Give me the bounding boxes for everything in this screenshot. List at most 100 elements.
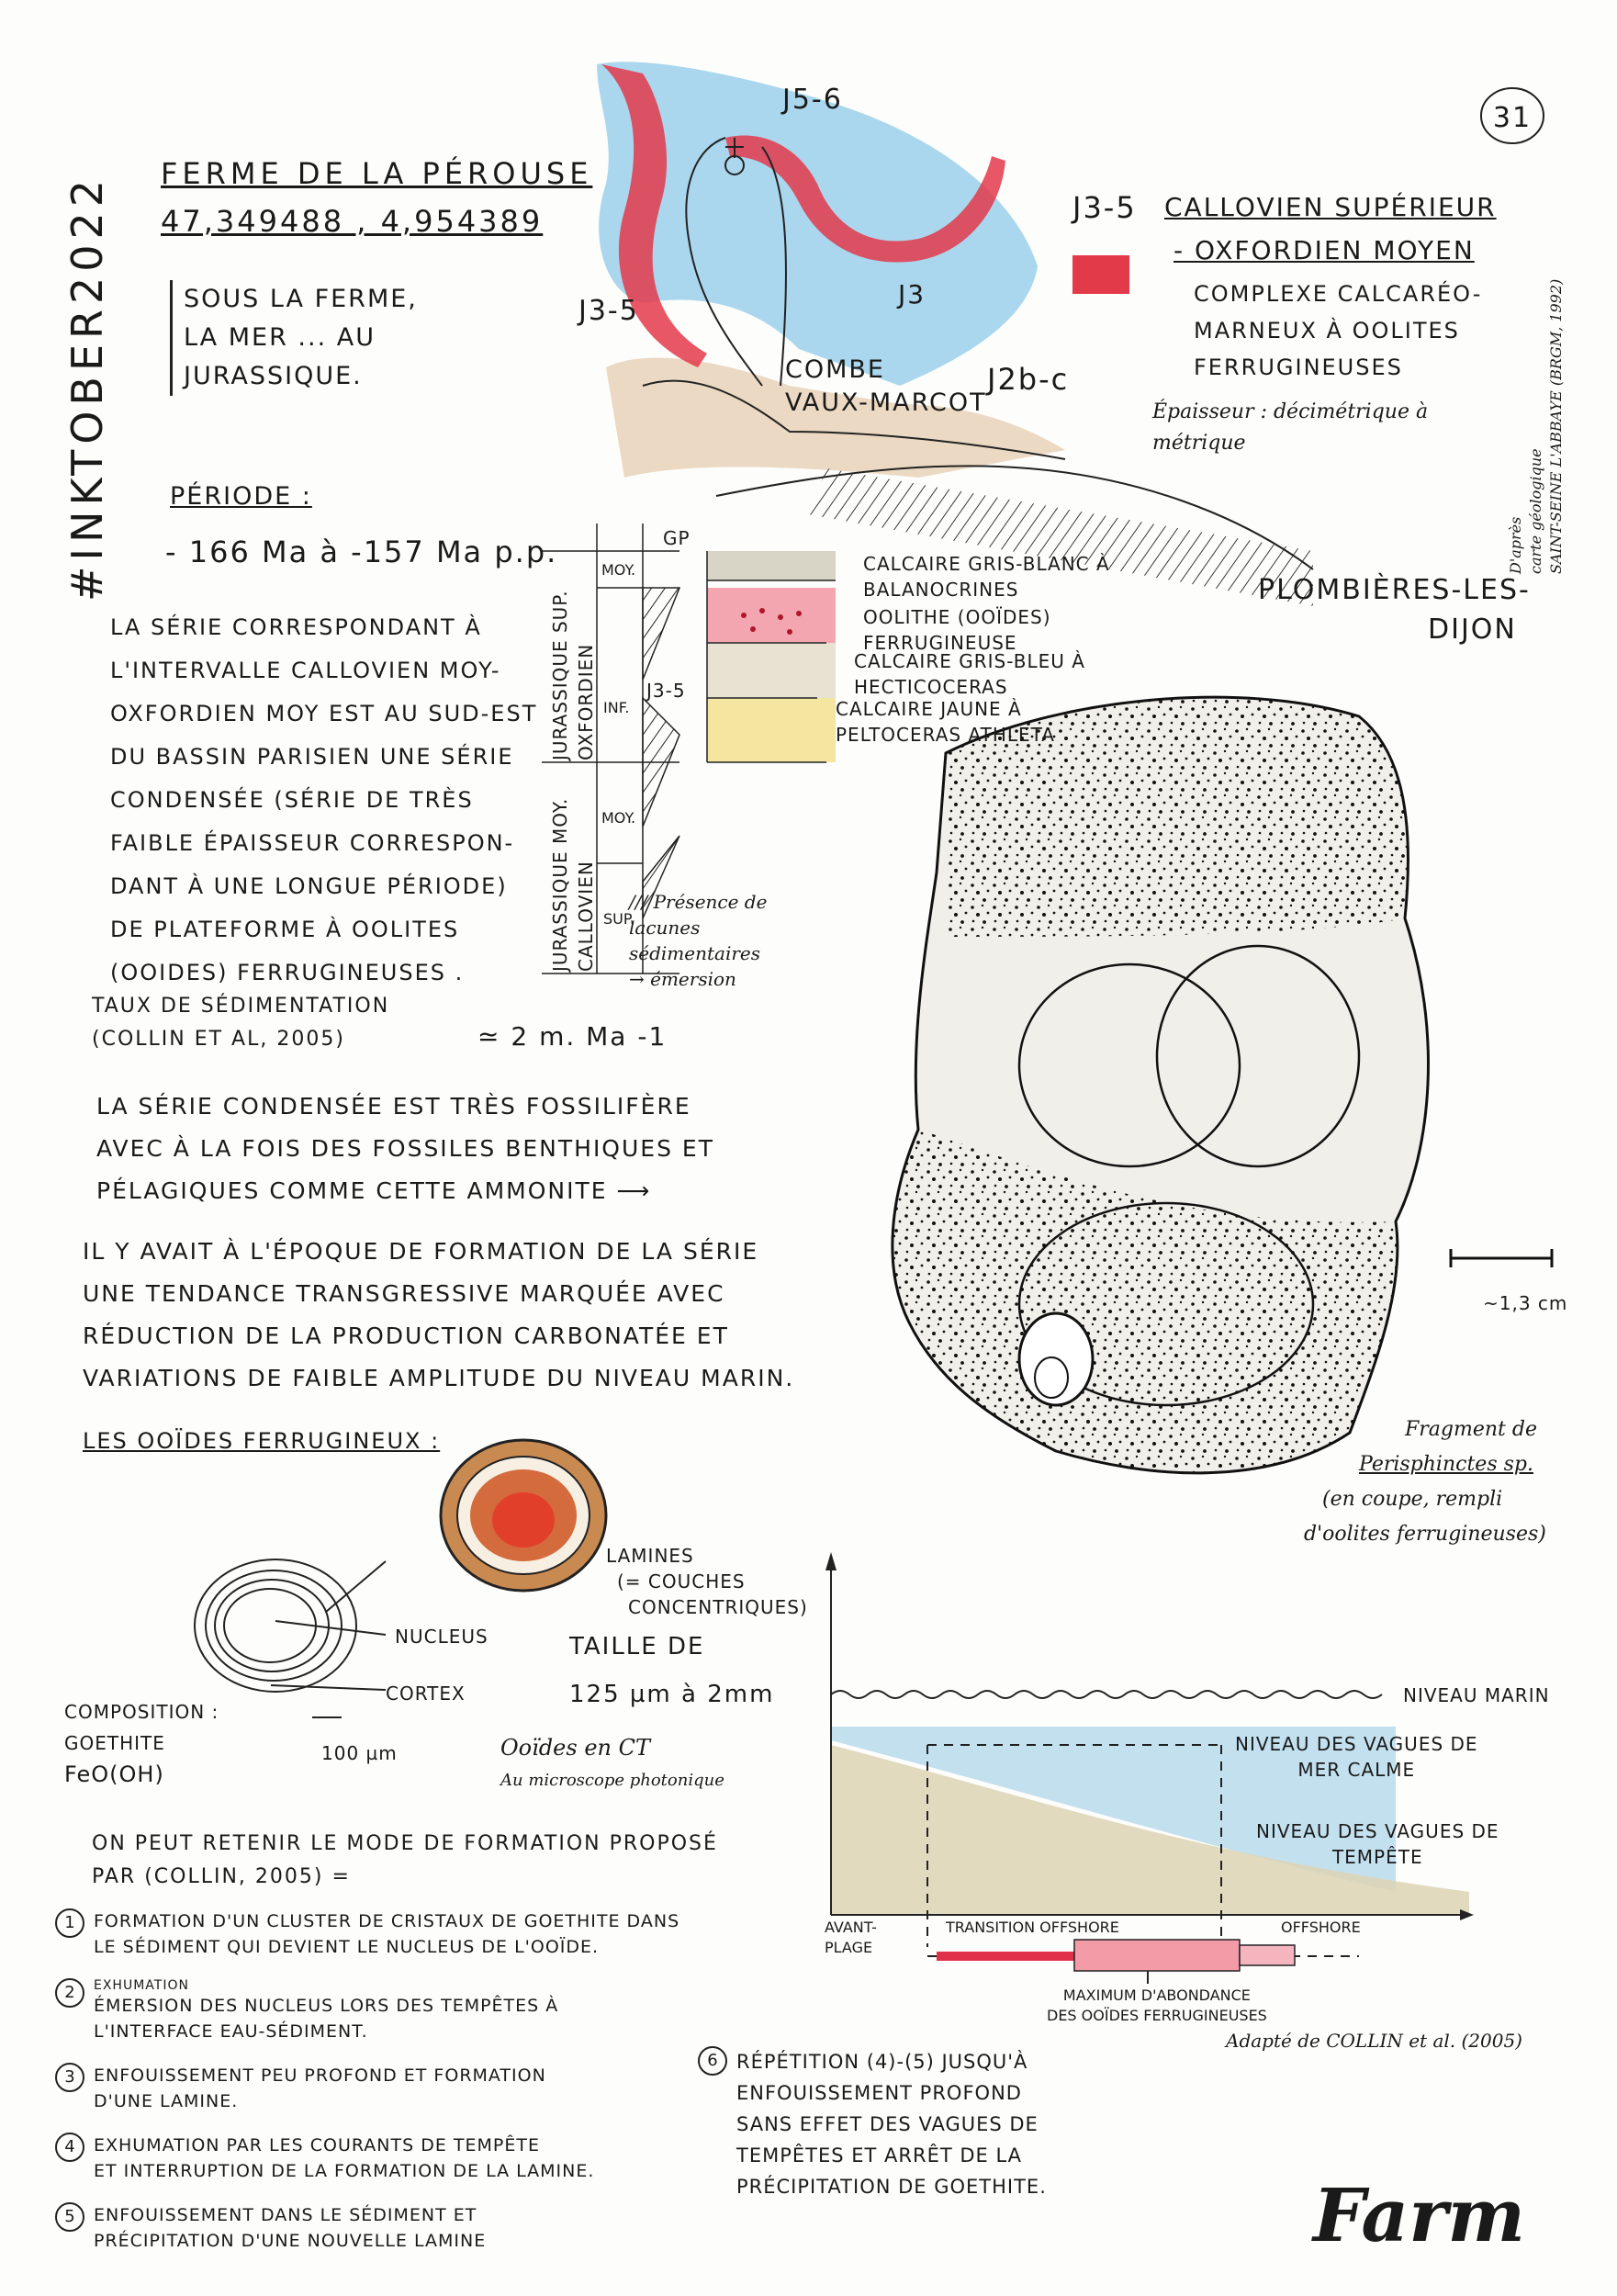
calme-line: MER CALME [1297, 1759, 1416, 1781]
step-line: ET INTERRUPTION DE LA FORMATION DE LA LA… [94, 2161, 595, 2181]
ooid-size: TAILLE DE 125 µm à 2mm [569, 1627, 774, 1714]
formation-step: 4 EXHUMATION PAR LES COURANTS DE TEMPÊTE… [55, 2133, 753, 2184]
series-line: CONDENSÉE (SÉRIE DE TRÈS [110, 787, 474, 813]
geological-map [597, 62, 1314, 606]
formation-intro-line: PAR (COLLIN, 2005) = [92, 1865, 351, 1888]
map-label-dijon: DIJON [1428, 613, 1517, 646]
step-line: SANS EFFET DES VAGUES DE [736, 2113, 1039, 2135]
step-line: RÉPÉTITION (4)-(5) JUSQU'À [736, 2051, 1028, 2073]
series-line: DU BASSIN PARISIEN UNE SÉRIE [110, 744, 514, 770]
map-label-j35: J3-5 [578, 295, 639, 327]
step-number: 3 [55, 2063, 84, 2092]
sed-line: TAUX DE SÉDIMENTATION [92, 995, 390, 1018]
caption-line: Fragment de [1405, 1418, 1537, 1441]
caption-line: d'oolites ferrugineuses) [1304, 1523, 1546, 1546]
max-abundance-label: MAXIMUM D'ABONDANCE DES OOÏDES FERRUGINE… [1047, 1986, 1267, 2026]
strat-j35-tag: J3-5 [646, 680, 686, 702]
lacunes-line: sédimentaires [629, 942, 760, 964]
sed-line: (COLLIN ET AL, 2005) [92, 1028, 345, 1051]
map-label-vaux-marcot: VAUX-MARCOT [785, 388, 987, 417]
series-line: L'INTERVALLE CALLOVIEN MOY- [110, 658, 501, 683]
max-line: MAXIMUM D'ABONDANCE [1062, 1986, 1251, 2004]
lamines-line: LAMINES [606, 1545, 694, 1567]
legend-swatch [1072, 255, 1129, 294]
series-line: DE PLATEFORME À OOLITES [110, 917, 460, 942]
site-coordinates: 47,349488 , 4,954389 [161, 204, 544, 239]
stage-label-col: JURASSIQUE SUP. OXFORDIEN JURASSIQUE MOY… [544, 551, 597, 974]
fossil-scale-label: ~1,3 cm [1483, 1292, 1568, 1314]
legend-description: COMPLEXE CALCARÉO- MARNEUX À OOLITES FER… [1194, 276, 1482, 386]
step-line: ENFOUISSEMENT PROFOND [736, 2082, 1022, 2104]
map-label-j3: J3 [898, 279, 926, 310]
side-tag: #INKTOBER2022 [62, 174, 112, 602]
transgression-paragraph: IL Y AVAIT À L'ÉPOQUE DE FORMATION DE LA… [83, 1231, 794, 1400]
intro-note: SOUS LA FERME, LA MER ... AU JURASSIQUE. [170, 280, 418, 396]
step-number: 5 [55, 2202, 84, 2232]
ct-line: Ooïdes en CT [500, 1735, 650, 1761]
formation-intro-line: ON PEUT RETENIR LE MODE DE FORMATION PRO… [92, 1832, 718, 1855]
calme-label: NIVEAU DES VAGUES DE MER CALME [1235, 1731, 1478, 1783]
lamines-line: (= COUCHES [617, 1570, 746, 1593]
lamines-label: LAMINES (= COUCHES CONCENTRIQUES) [606, 1543, 808, 1620]
strat-column-drawing [542, 523, 836, 974]
page-number: 31 [1492, 102, 1533, 134]
step-number: 1 [55, 1908, 84, 1938]
layer-label-4: CALCAIRE JAUNE À PELTOCERAS ATHLETA [836, 698, 1055, 746]
caption-line: Perisphinctes sp. [1359, 1453, 1533, 1476]
step-line: LE SÉDIMENT QUI DEVIENT LE NUCLEUS DE L'… [94, 1937, 600, 1957]
stage-moy-2: MOY. [601, 809, 636, 827]
stage-sup: SUP. [603, 910, 635, 928]
tempete-line: TEMPÊTE [1331, 1846, 1423, 1868]
series-line: FAIBLE ÉPAISSEUR CORRESPON- [110, 830, 515, 856]
fossil-line: AVEC À LA FOIS DES FOSSILES BENTHIQUES E… [96, 1135, 714, 1162]
composition-line: GOETHITE [64, 1732, 165, 1754]
cortex-label: CORTEX [386, 1683, 466, 1705]
step-line: ENFOUISSEMENT DANS LE SÉDIMENT ET [94, 2205, 477, 2225]
ooid-scale-label: 100 µm [321, 1742, 398, 1764]
lacunes-line: → émersion [629, 968, 736, 990]
step-number: 2 [55, 1978, 84, 2008]
period-label: PÉRIODE : [170, 482, 312, 511]
transgression-line: IL Y AVAIT À L'ÉPOQUE DE FORMATION DE LA… [83, 1238, 759, 1265]
legend-source-wrap: D'après carte géologique SAINT-SEINE L'A… [1506, 188, 1565, 574]
layer-label-1: CALCAIRE GRIS-BLANC À BALANOCRINES [863, 553, 1110, 601]
formation-step: 1 FORMATION D'UN CLUSTER DE CRISTAUX DE … [55, 1908, 753, 1960]
zone-offshore: OFFSHORE [1281, 1919, 1361, 1936]
ct-caption: Ooïdes en CT Au microscope photonique [500, 1731, 724, 1797]
layer-label-3: CALCAIRE GRIS-BLEU À HECTICOCERAS [854, 650, 1085, 698]
series-line: LA SÉRIE CORRESPONDANT À [110, 614, 482, 640]
ooides-title: LES OOÏDES FERRUGINEUX : [83, 1428, 441, 1454]
map-label-plombieres: PLOMBIÈRES-LES- [1258, 574, 1531, 606]
period-value: - 166 Ma à -157 Ma p.p. [165, 535, 558, 569]
step-line: EXHUMATION [94, 1978, 189, 1993]
series-line: (OOIDES) FERRUGINEUSES . [110, 960, 465, 985]
nucleus-label: NUCLEUS [395, 1626, 488, 1648]
ct-line: Au microscope photonique [500, 1771, 724, 1790]
fossil-caption: Fragment de Perisphinctes sp. (en coupe,… [1304, 1412, 1546, 1552]
series-line: OXFORDIEN MOY EST AU SUD-EST [110, 701, 538, 726]
fossil-paragraph: LA SÉRIE CONDENSÉE EST TRÈS FOSSILIFÈRE … [96, 1086, 714, 1212]
legend-source: D'après carte géologique SAINT-SEINE L'A… [1506, 188, 1566, 574]
transgression-line: RÉDUCTION DE LA PRODUCTION CARBONATÉE ET [83, 1322, 729, 1349]
caption-line: (en coupe, rempli [1322, 1488, 1503, 1511]
zone-transition: TRANSITION OFFSHORE [946, 1919, 1119, 1936]
lacunes-line: /// Présence de [629, 891, 768, 913]
map-label-combe: COMBE [785, 355, 885, 384]
step-line: EXHUMATION PAR LES COURANTS DE TEMPÊTE [94, 2135, 540, 2155]
intro-line: JURASSIQUE. [184, 362, 363, 390]
profile-source: Adapté de COLLIN et al. (2005) [1226, 2030, 1522, 2052]
size-line: TAILLE DE [569, 1633, 705, 1660]
layer-label-2: OOLITHE (OOÏDES) FERRUGINEUSE [863, 606, 1051, 654]
sea-level-profile [825, 1552, 1474, 1984]
formation-intro: ON PEUT RETENIR LE MODE DE FORMATION PRO… [92, 1828, 718, 1894]
step-line: ENFOUISSEMENT PEU PROFOND ET FORMATION [94, 2065, 546, 2086]
lacunes-line: lacunes [629, 917, 701, 939]
formation-step: 3 ENFOUISSEMENT PEU PROFOND ET FORMATION… [55, 2063, 753, 2114]
size-line: 125 µm à 2mm [569, 1681, 775, 1708]
fossil-line: LA SÉRIE CONDENSÉE EST TRÈS FOSSILIFÈRE [96, 1093, 691, 1120]
zone-avant-plage: AVANT-PLAGE [825, 1919, 877, 1956]
map-label-j2bc: J2b-c [987, 362, 1070, 397]
source-line: D'après [1507, 516, 1524, 574]
